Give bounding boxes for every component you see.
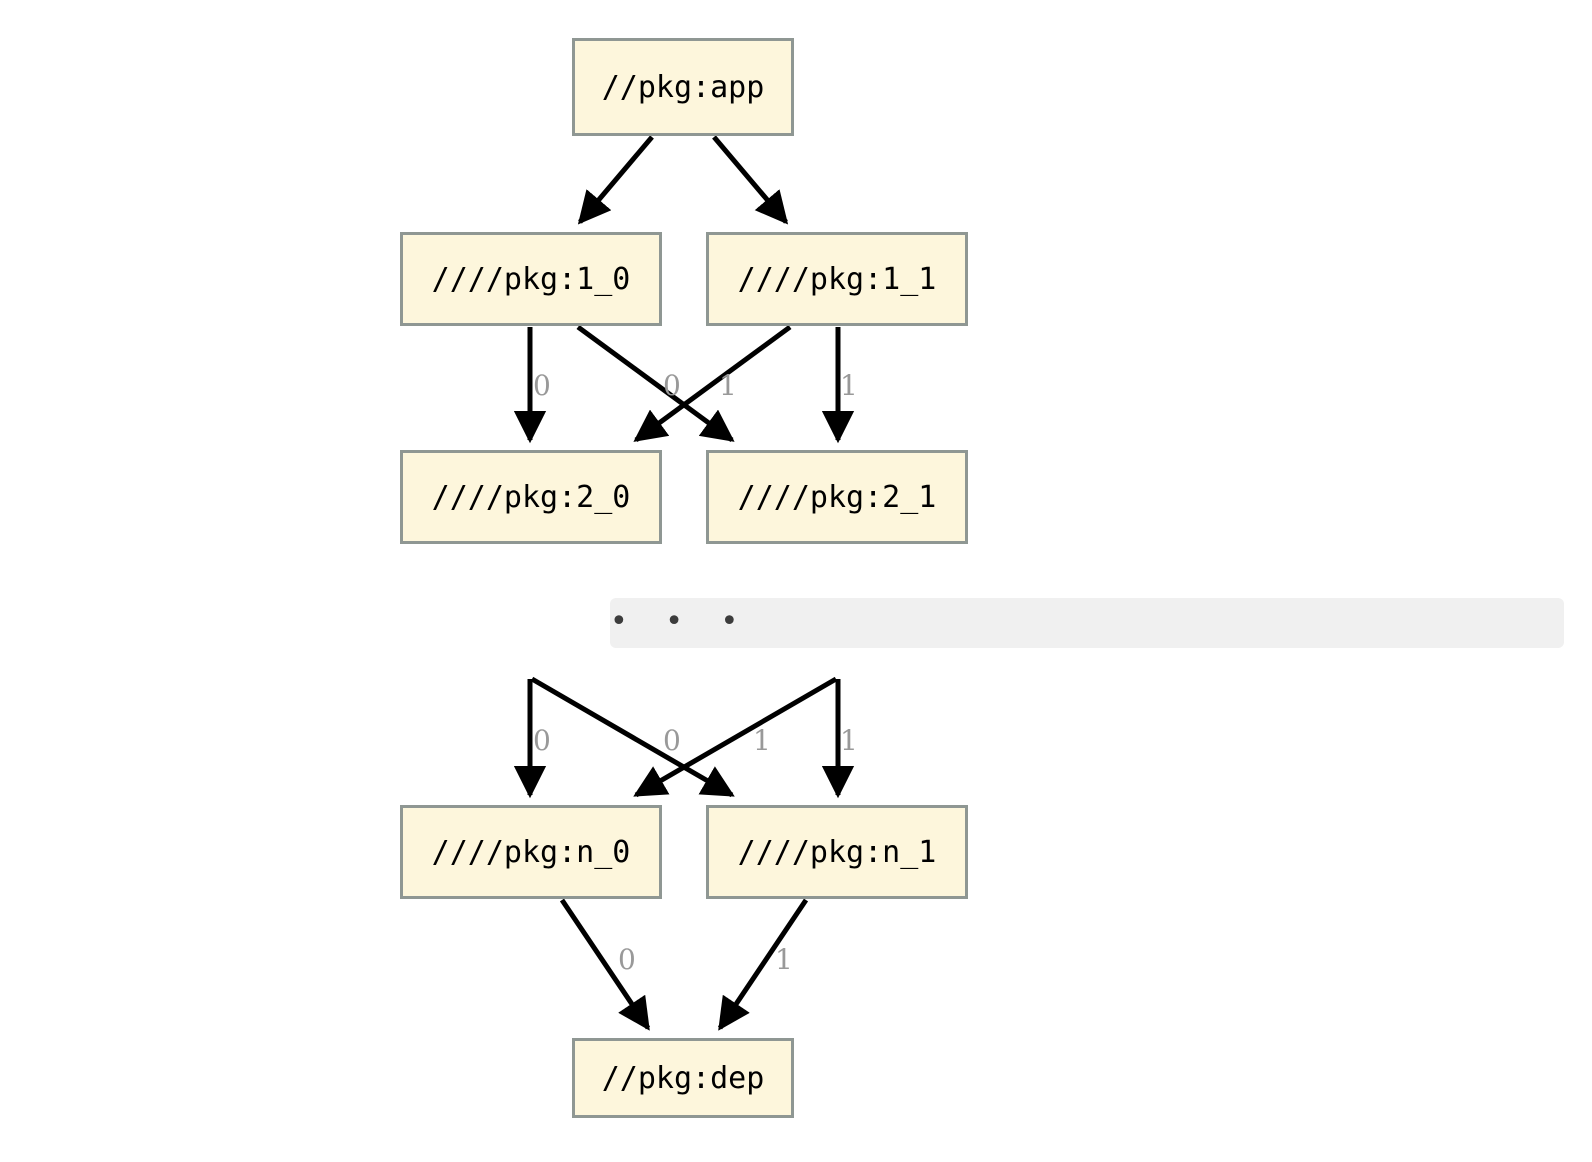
- node-n_0[interactable]: ////pkg:n_0: [400, 805, 662, 899]
- ellipsis-dots: • • •: [610, 604, 753, 639]
- edge-label-1_0-to-2_1: 0: [663, 369, 681, 402]
- edge-label-above-to-n_0-diagonal: 1: [753, 724, 771, 757]
- edge-1_1-to-2_0: [633, 324, 792, 443]
- truncation-band: [610, 598, 1564, 648]
- edge-label-above-to-n_0: 0: [533, 724, 551, 757]
- node-2_1[interactable]: ////pkg:2_1: [706, 450, 968, 544]
- edge-n_1-to-dep: [717, 898, 809, 1031]
- node-dep[interactable]: //pkg:dep: [572, 1038, 794, 1118]
- node-2_0[interactable]: ////pkg:2_0: [400, 450, 662, 544]
- edge-label-1_1-to-2_0: 1: [719, 369, 737, 402]
- node-n_1[interactable]: ////pkg:n_1: [706, 805, 968, 899]
- node-app[interactable]: //pkg:app: [572, 38, 794, 136]
- edge-label-above-to-n_1-diagonal: 0: [663, 724, 681, 757]
- edge-app-to-1_1: [712, 135, 789, 225]
- node-1_0[interactable]: ////pkg:1_0: [400, 232, 662, 326]
- edge-label-above-to-n_1: 1: [840, 724, 858, 757]
- edge-label-1_1-to-2_1: 1: [840, 369, 858, 402]
- edge-label-n_0-to-dep: 0: [618, 943, 636, 976]
- node-1_1[interactable]: ////pkg:1_1: [706, 232, 968, 326]
- edge-label-n_1-to-dep: 1: [775, 943, 793, 976]
- edge-1_0-to-2_1: [576, 324, 735, 443]
- edge-above-to-n_1-diagonal: [530, 676, 735, 798]
- edge-app-to-1_0: [577, 135, 654, 225]
- edge-label-1_0-to-2_0: 0: [533, 369, 551, 402]
